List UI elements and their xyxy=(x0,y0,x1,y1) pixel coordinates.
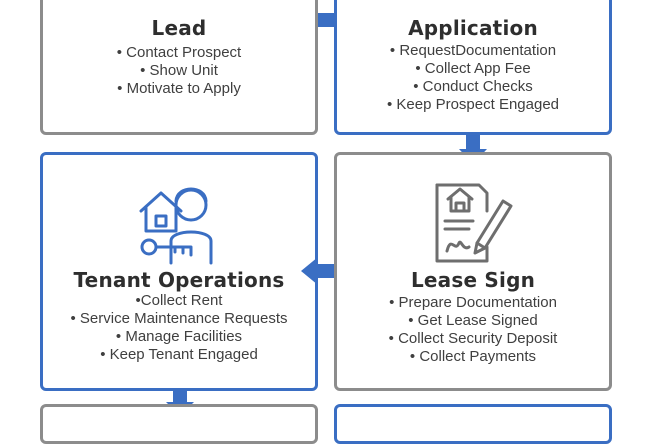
stage-lease-sign-tasks: • Prepare Documentation • Get Lease Sign… xyxy=(337,294,609,366)
list-item: • Show Unit xyxy=(140,62,218,79)
list-item: • Keep Tenant Engaged xyxy=(100,346,258,363)
tenant-home-key-icon xyxy=(139,187,213,265)
stage-tenant-operations: Tenant Operations •Collect Rent • Servic… xyxy=(40,152,318,391)
list-item: • Get Lease Signed xyxy=(408,312,538,329)
list-item: • Service Maintenance Requests xyxy=(70,310,288,327)
stage-application-title: Application xyxy=(408,16,538,40)
stage-lead: Lead • Contact Prospect • Show Unit • Mo… xyxy=(40,0,318,135)
list-item: • Prepare Documentation xyxy=(389,294,557,311)
stage-next-right xyxy=(334,404,612,444)
list-item: • Conduct Checks xyxy=(413,78,533,95)
stage-next-left xyxy=(40,404,318,444)
lease-document-signature-icon xyxy=(435,183,513,263)
stage-lead-title: Lead xyxy=(151,16,207,40)
stage-application: Application • RequestDocumentation • Col… xyxy=(334,0,612,135)
list-item: • Manage Facilities xyxy=(115,328,243,345)
stage-tenant-operations-title: Tenant Operations xyxy=(73,268,285,292)
list-item: •Collect Rent xyxy=(135,292,223,309)
arrow-down-icon xyxy=(459,135,487,164)
stage-tenant-operations-tasks: •Collect Rent • Service Maintenance Requ… xyxy=(43,292,315,364)
arrow-left-icon xyxy=(301,257,336,285)
stage-application-tasks: • RequestDocumentation • Collect App Fee… xyxy=(337,42,609,114)
stage-lead-tasks: • Contact Prospect • Show Unit • Motivat… xyxy=(43,44,315,98)
list-item: • Collect Security Deposit xyxy=(388,330,558,347)
list-item: • Collect Payments xyxy=(409,348,537,365)
list-item: • Contact Prospect xyxy=(116,44,242,61)
list-item: • Motivate to Apply xyxy=(117,80,241,97)
stage-lease-sign-title: Lease Sign xyxy=(410,268,536,292)
list-item: • RequestDocumentation xyxy=(389,42,557,59)
laptop-icon xyxy=(422,0,528,1)
stage-lease-sign: Lease Sign • Prepare Documentation • Get… xyxy=(334,152,612,391)
list-item: • Keep Prospect Engaged xyxy=(386,96,560,113)
arrow-down-icon xyxy=(166,391,194,416)
list-item: • Collect App Fee xyxy=(415,60,531,77)
